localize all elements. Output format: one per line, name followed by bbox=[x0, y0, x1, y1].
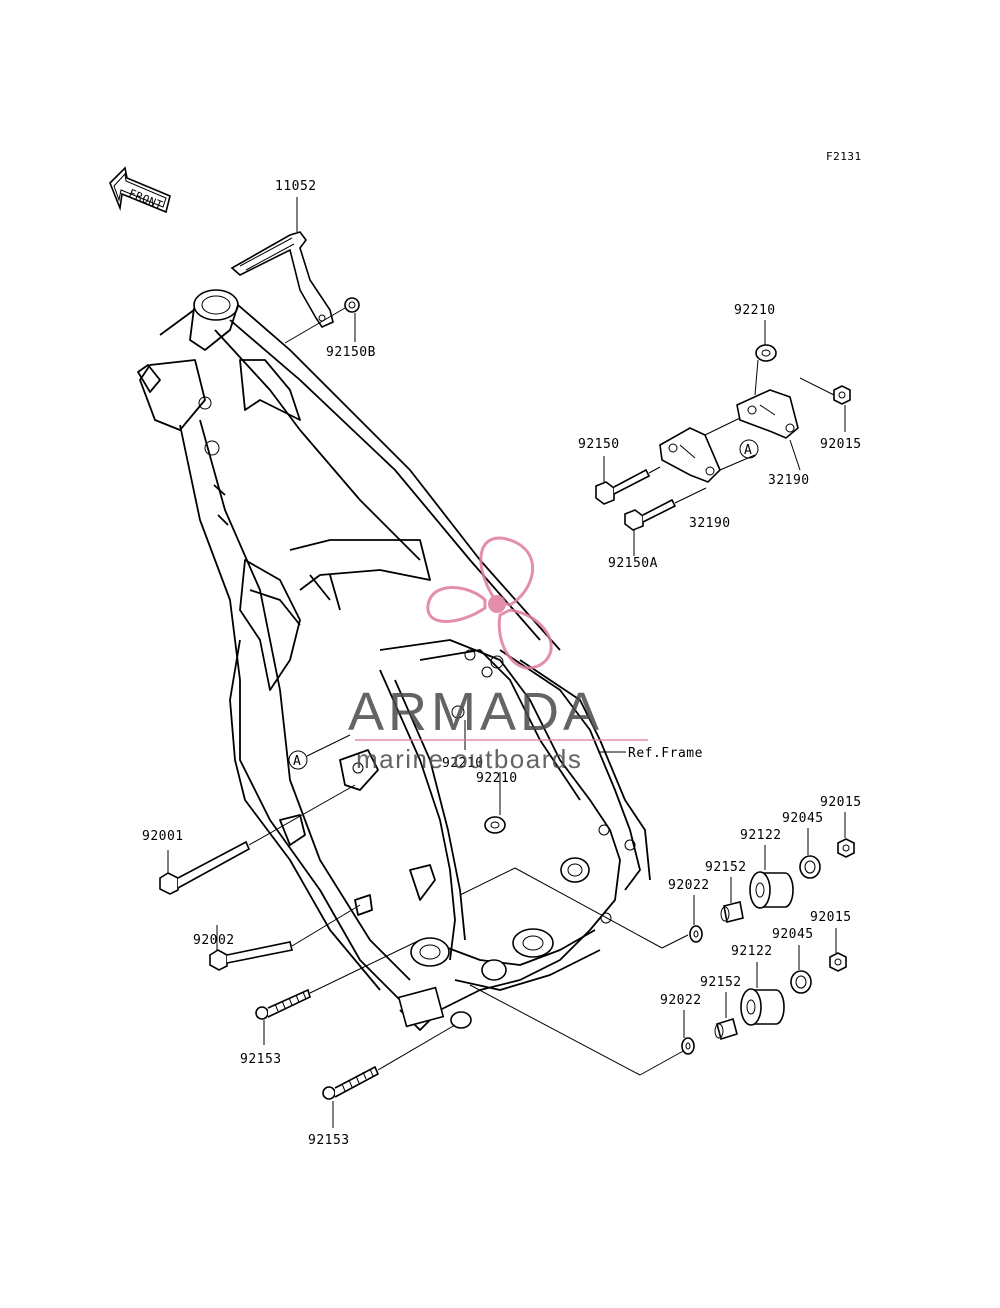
part-11052-bracket: 11052 bbox=[230, 179, 334, 329]
label-92045-r1: 92045 bbox=[782, 811, 824, 826]
label-92150B: 92150B bbox=[326, 345, 376, 360]
label-92210-top: 92210 bbox=[734, 303, 776, 318]
leader-line bbox=[514, 867, 663, 949]
label-92210-mid-b: 92210 bbox=[476, 771, 518, 786]
label-92150: 92150 bbox=[578, 437, 620, 452]
engine-bracket-assembly: 92210 32190 92015 A 32190 92150 bbox=[578, 303, 862, 571]
watermark-tagline: marine outboards bbox=[356, 744, 582, 774]
bushing-set-upper: 92015 92045 92122 92152 92022 bbox=[668, 795, 862, 943]
label-92002: 92002 bbox=[193, 933, 235, 948]
diagram-code: F2131 bbox=[826, 150, 862, 163]
part-92001-bolt: 92001 bbox=[142, 784, 356, 895]
leader-line bbox=[639, 1049, 686, 1076]
svg-text:A: A bbox=[293, 754, 301, 769]
label-92045-r2: 92045 bbox=[772, 927, 814, 942]
label-92122-r2: 92122 bbox=[731, 944, 773, 959]
leader-line bbox=[661, 934, 689, 949]
label-92152-r2: 92152 bbox=[700, 975, 742, 990]
label-11052: 11052 bbox=[275, 179, 317, 194]
label-92015-r1: 92015 bbox=[820, 795, 862, 810]
label-92150A: 92150A bbox=[608, 556, 658, 571]
bushing-set-lower: 92015 92045 92122 92152 92022 bbox=[660, 910, 852, 1055]
callout-a-frame: A bbox=[288, 734, 351, 770]
propeller-logo-icon bbox=[426, 536, 553, 670]
label-92022-r1: 92022 bbox=[668, 878, 710, 893]
callout-a-top: A bbox=[744, 443, 752, 458]
label-92152-r1: 92152 bbox=[705, 860, 747, 875]
label-32190-a: 32190 bbox=[768, 473, 810, 488]
label-92122-r1: 92122 bbox=[740, 828, 782, 843]
leader-line bbox=[459, 867, 516, 896]
label-32190-b: 32190 bbox=[689, 516, 731, 531]
label-92022-r2: 92022 bbox=[660, 993, 702, 1008]
front-arrow-icon: FRONT bbox=[109, 166, 171, 214]
ref-frame-label: Ref.Frame bbox=[598, 746, 703, 761]
watermark-brand: ARMADA bbox=[348, 682, 603, 742]
part-92002-bolt: 92002 bbox=[193, 904, 361, 971]
label-92001: 92001 bbox=[142, 829, 184, 844]
leader-line bbox=[469, 984, 641, 1076]
part-92153-bolt-a: 92153 bbox=[240, 939, 421, 1067]
part-92153-bolt-b: 92153 bbox=[308, 1024, 456, 1148]
label-92153-a: 92153 bbox=[240, 1052, 282, 1067]
label-92210-mid-a: 92210 bbox=[442, 756, 484, 771]
watermark: ARMADA marine outboards bbox=[348, 536, 648, 774]
part-92210-mid: 92210 92210 bbox=[442, 720, 518, 834]
label-92015-r2: 92015 bbox=[810, 910, 852, 925]
part-92150B: 92150B bbox=[284, 297, 376, 360]
label-92153-b: 92153 bbox=[308, 1133, 350, 1148]
motorcycle-frame bbox=[137, 289, 651, 1031]
label-92015-top: 92015 bbox=[820, 437, 862, 452]
ref-frame-text: Ref.Frame bbox=[628, 746, 703, 761]
